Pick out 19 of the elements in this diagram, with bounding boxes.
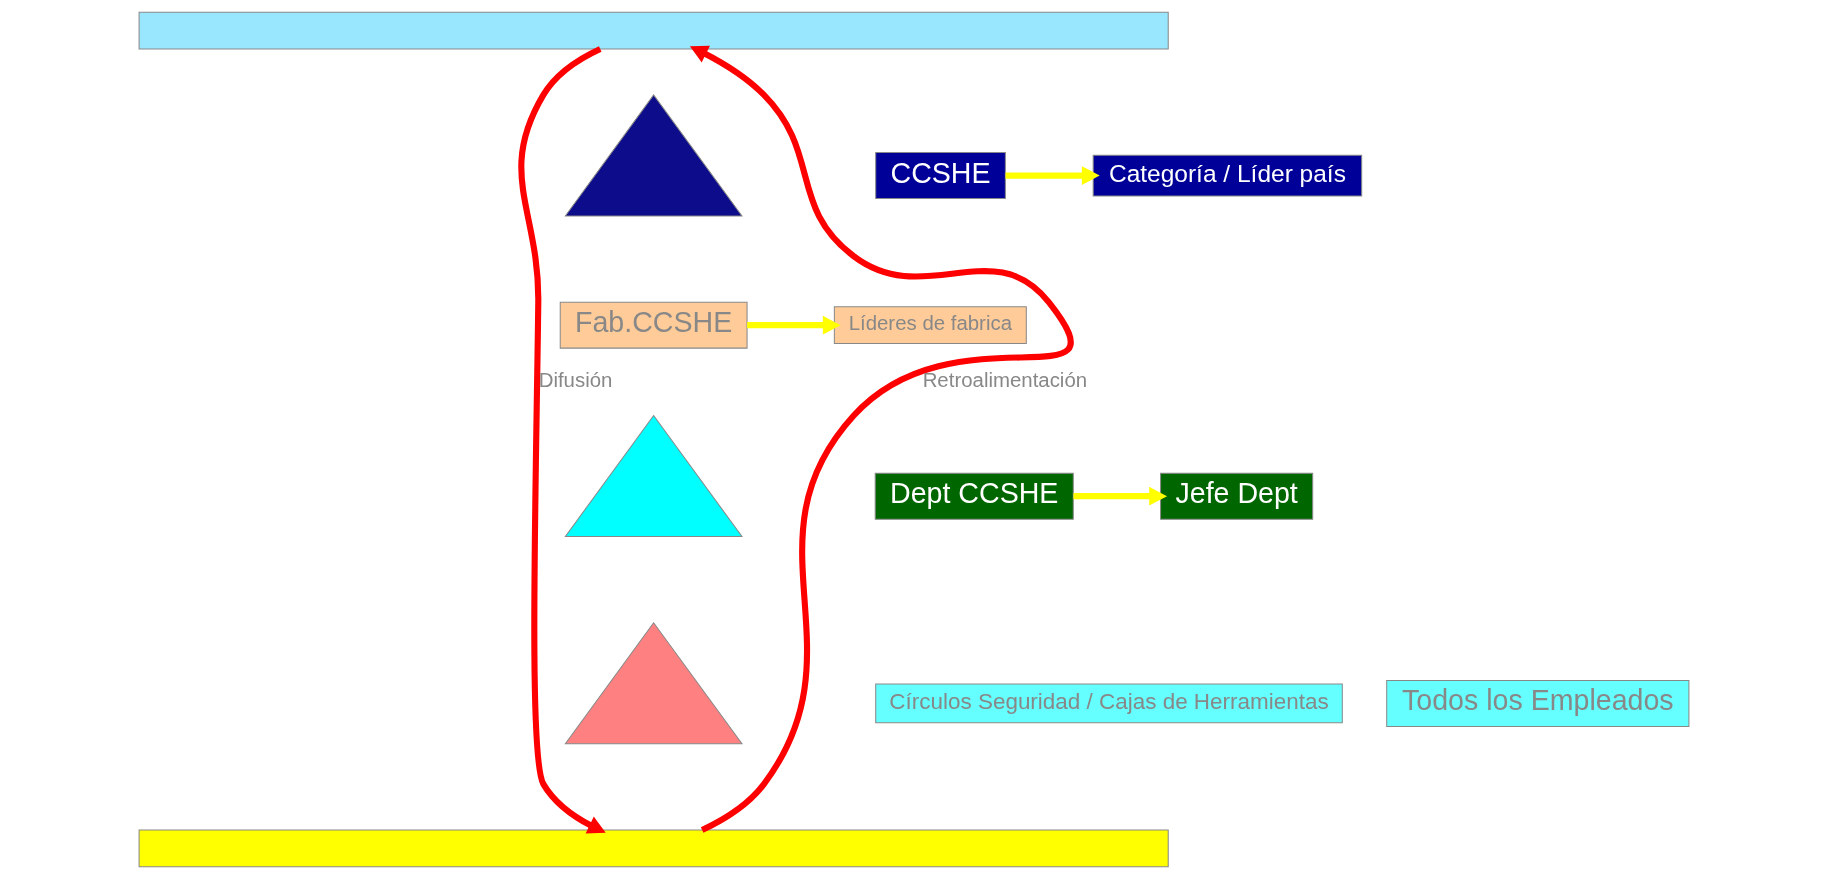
node-box: Todos los Empleados (1385, 679, 1689, 727)
arrow (1072, 486, 1167, 506)
node-bar (138, 11, 1169, 50)
node-triangle (563, 94, 743, 217)
node-box: Fab.CCSHE (559, 301, 748, 349)
node-triangle (563, 621, 743, 745)
node-box: Jefe Dept (1159, 472, 1313, 520)
node-box: Líderes de fabrica (833, 306, 1027, 345)
edge-label: Retroalimentación (922, 368, 1087, 391)
node-box: Categoría / Líder país (1092, 154, 1362, 197)
edge-label: Difusión (538, 368, 612, 391)
node-triangle (563, 414, 743, 537)
node-box: Círculos Seguridad / Cajas de Herramientas (874, 683, 1343, 724)
arrow (517, 46, 606, 834)
node-box: CCSHE (874, 152, 1006, 200)
arrow (1005, 166, 1100, 185)
arrow (746, 315, 841, 335)
node-box: Dept CCSHE (874, 472, 1074, 520)
node-bar (138, 829, 1169, 868)
